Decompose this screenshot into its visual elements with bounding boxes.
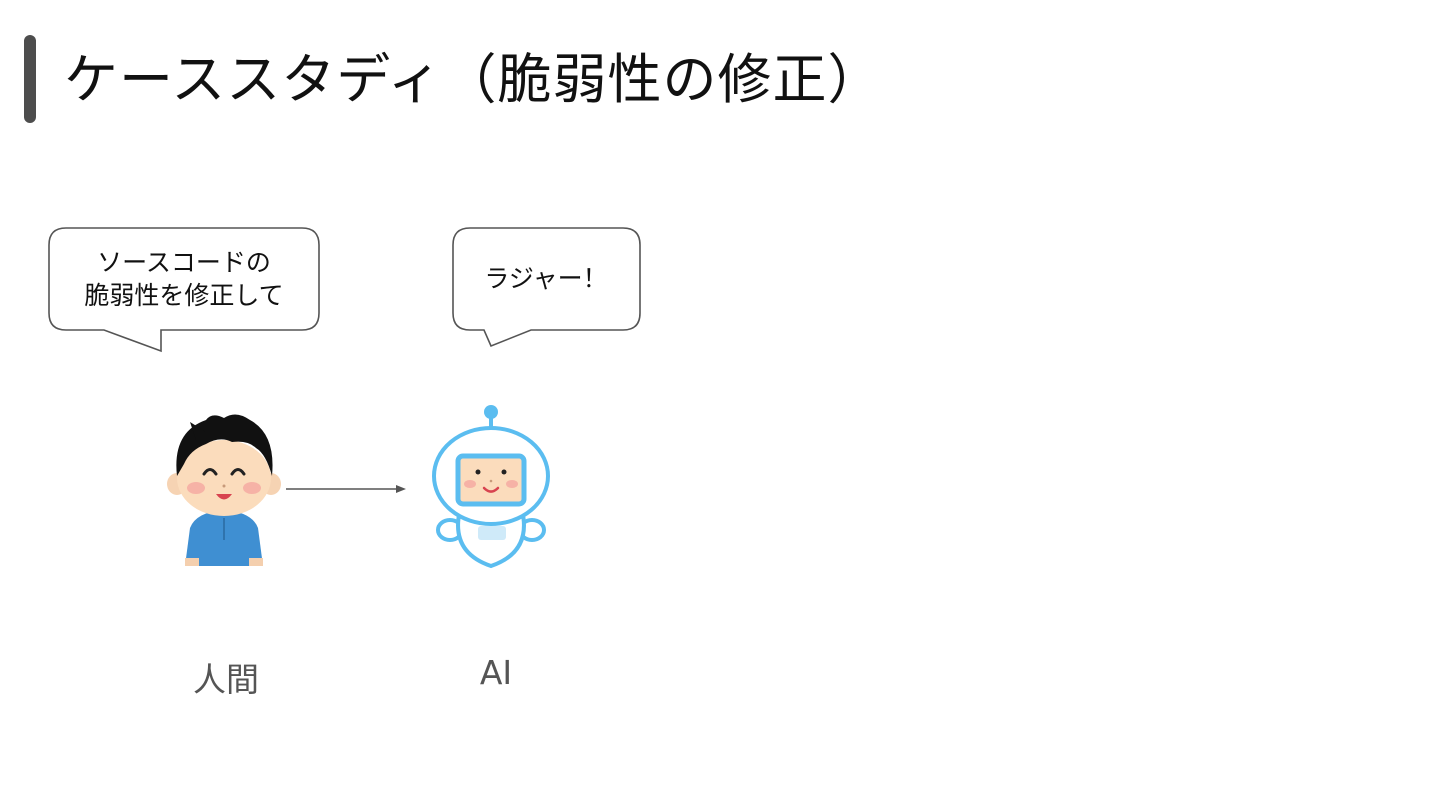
ai-speech-text: ラジャー！: [484, 264, 608, 293]
ai-label: AI: [479, 653, 513, 692]
arrow-right-icon: [286, 485, 406, 493]
human-speech-text: ソースコードの脆弱性を修正して: [50, 246, 318, 312]
robot-icon: [432, 405, 550, 569]
human-speech-line-1: ソースコードの: [97, 248, 271, 277]
speech-bubbles: [48, 227, 641, 353]
slide-title: ケーススタディ（脆弱性の修正）: [64, 48, 883, 111]
human-speech-line-2: 脆弱性を修正して: [84, 281, 284, 310]
human-label: 人間: [193, 660, 259, 699]
human-speech-bubble: [48, 227, 320, 353]
title-accent-bar: [24, 35, 36, 123]
boy-icon: [167, 414, 281, 566]
ai-speech-bubble: [452, 227, 641, 348]
